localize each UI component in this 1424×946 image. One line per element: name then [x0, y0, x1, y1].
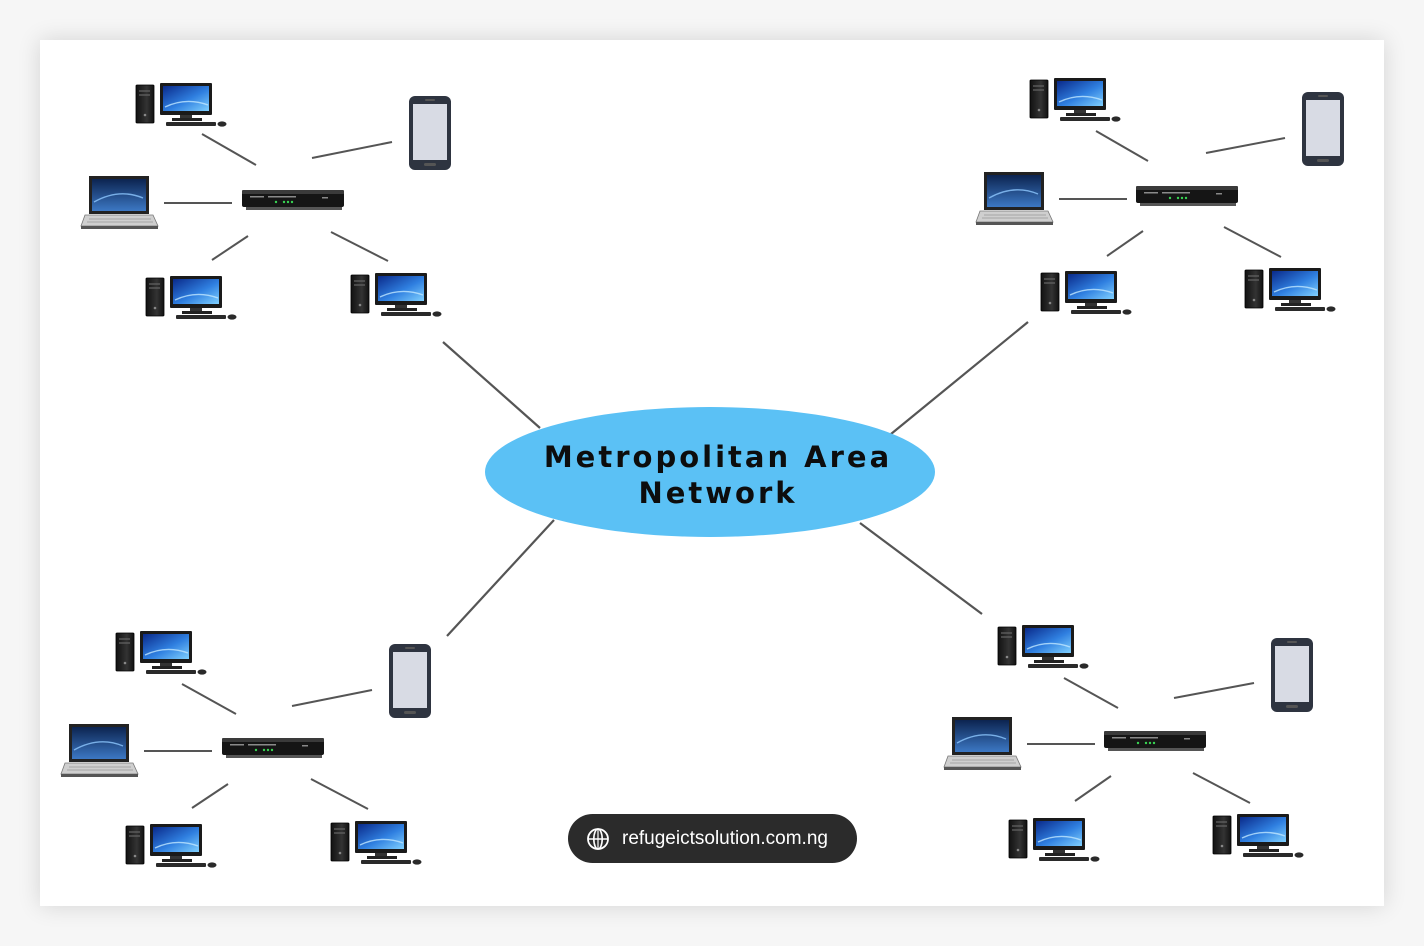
trunk-link-bottom-right [859, 522, 983, 615]
desktop-icon [1029, 77, 1122, 123]
trunk-links [442, 321, 1029, 637]
link [330, 231, 389, 262]
router-icon [1104, 731, 1206, 751]
link [191, 783, 229, 809]
desktop-icon [1040, 270, 1133, 316]
globe-icon [587, 827, 609, 850]
center-ellipse [485, 407, 935, 537]
desktop-icon [1008, 817, 1101, 863]
link [181, 683, 237, 715]
group-bottom-left [60, 630, 431, 869]
mobile-phone-icon [389, 644, 431, 718]
desktop-icon [1212, 813, 1305, 859]
link [1223, 226, 1282, 258]
center-node: Metropolitan Area Network [485, 407, 935, 537]
trunk-link-top-left [442, 341, 541, 429]
link [311, 141, 393, 159]
link [1173, 682, 1255, 699]
desktop-icon [330, 820, 423, 866]
diagram-card: Metropolitan Area Network [40, 40, 1384, 906]
desktop-icon [997, 624, 1090, 670]
link [1205, 137, 1286, 154]
link [310, 778, 369, 810]
source-badge[interactable]: refugeictsolution.com.ng [568, 814, 857, 863]
link [1106, 230, 1144, 257]
trunk-link-top-right [890, 321, 1029, 435]
mobile-phone-icon [1302, 92, 1344, 166]
group-top-right [975, 77, 1344, 316]
man-diagram: Metropolitan Area Network [60, 77, 1344, 869]
router-icon [1136, 186, 1238, 206]
group-bottom-right [943, 624, 1313, 863]
laptop-icon [975, 171, 1054, 226]
desktop-icon [145, 275, 238, 321]
trunk-link-bottom-left [446, 519, 555, 637]
desktop-icon [125, 823, 218, 869]
link [1074, 775, 1112, 802]
group-top-left [80, 82, 451, 321]
router-icon [222, 738, 324, 758]
source-badge-text: refugeictsolution.com.ng [622, 827, 828, 849]
laptop-icon [60, 723, 139, 778]
link [291, 689, 373, 707]
link [211, 235, 249, 261]
link [1095, 130, 1149, 162]
link [1192, 772, 1251, 804]
link [1063, 677, 1119, 709]
desktop-icon [115, 630, 208, 676]
mobile-phone-icon [1271, 638, 1313, 712]
center-label-line2: Network [638, 476, 797, 510]
laptop-icon [943, 716, 1022, 771]
desktop-icon [135, 82, 228, 128]
link [201, 133, 257, 166]
desktop-icon [350, 272, 443, 318]
mobile-phone-icon [409, 96, 451, 170]
desktop-icon [1244, 267, 1337, 313]
laptop-icon [80, 175, 159, 230]
center-label-line1: Metropolitan Area [544, 440, 892, 474]
router-icon [242, 190, 344, 210]
